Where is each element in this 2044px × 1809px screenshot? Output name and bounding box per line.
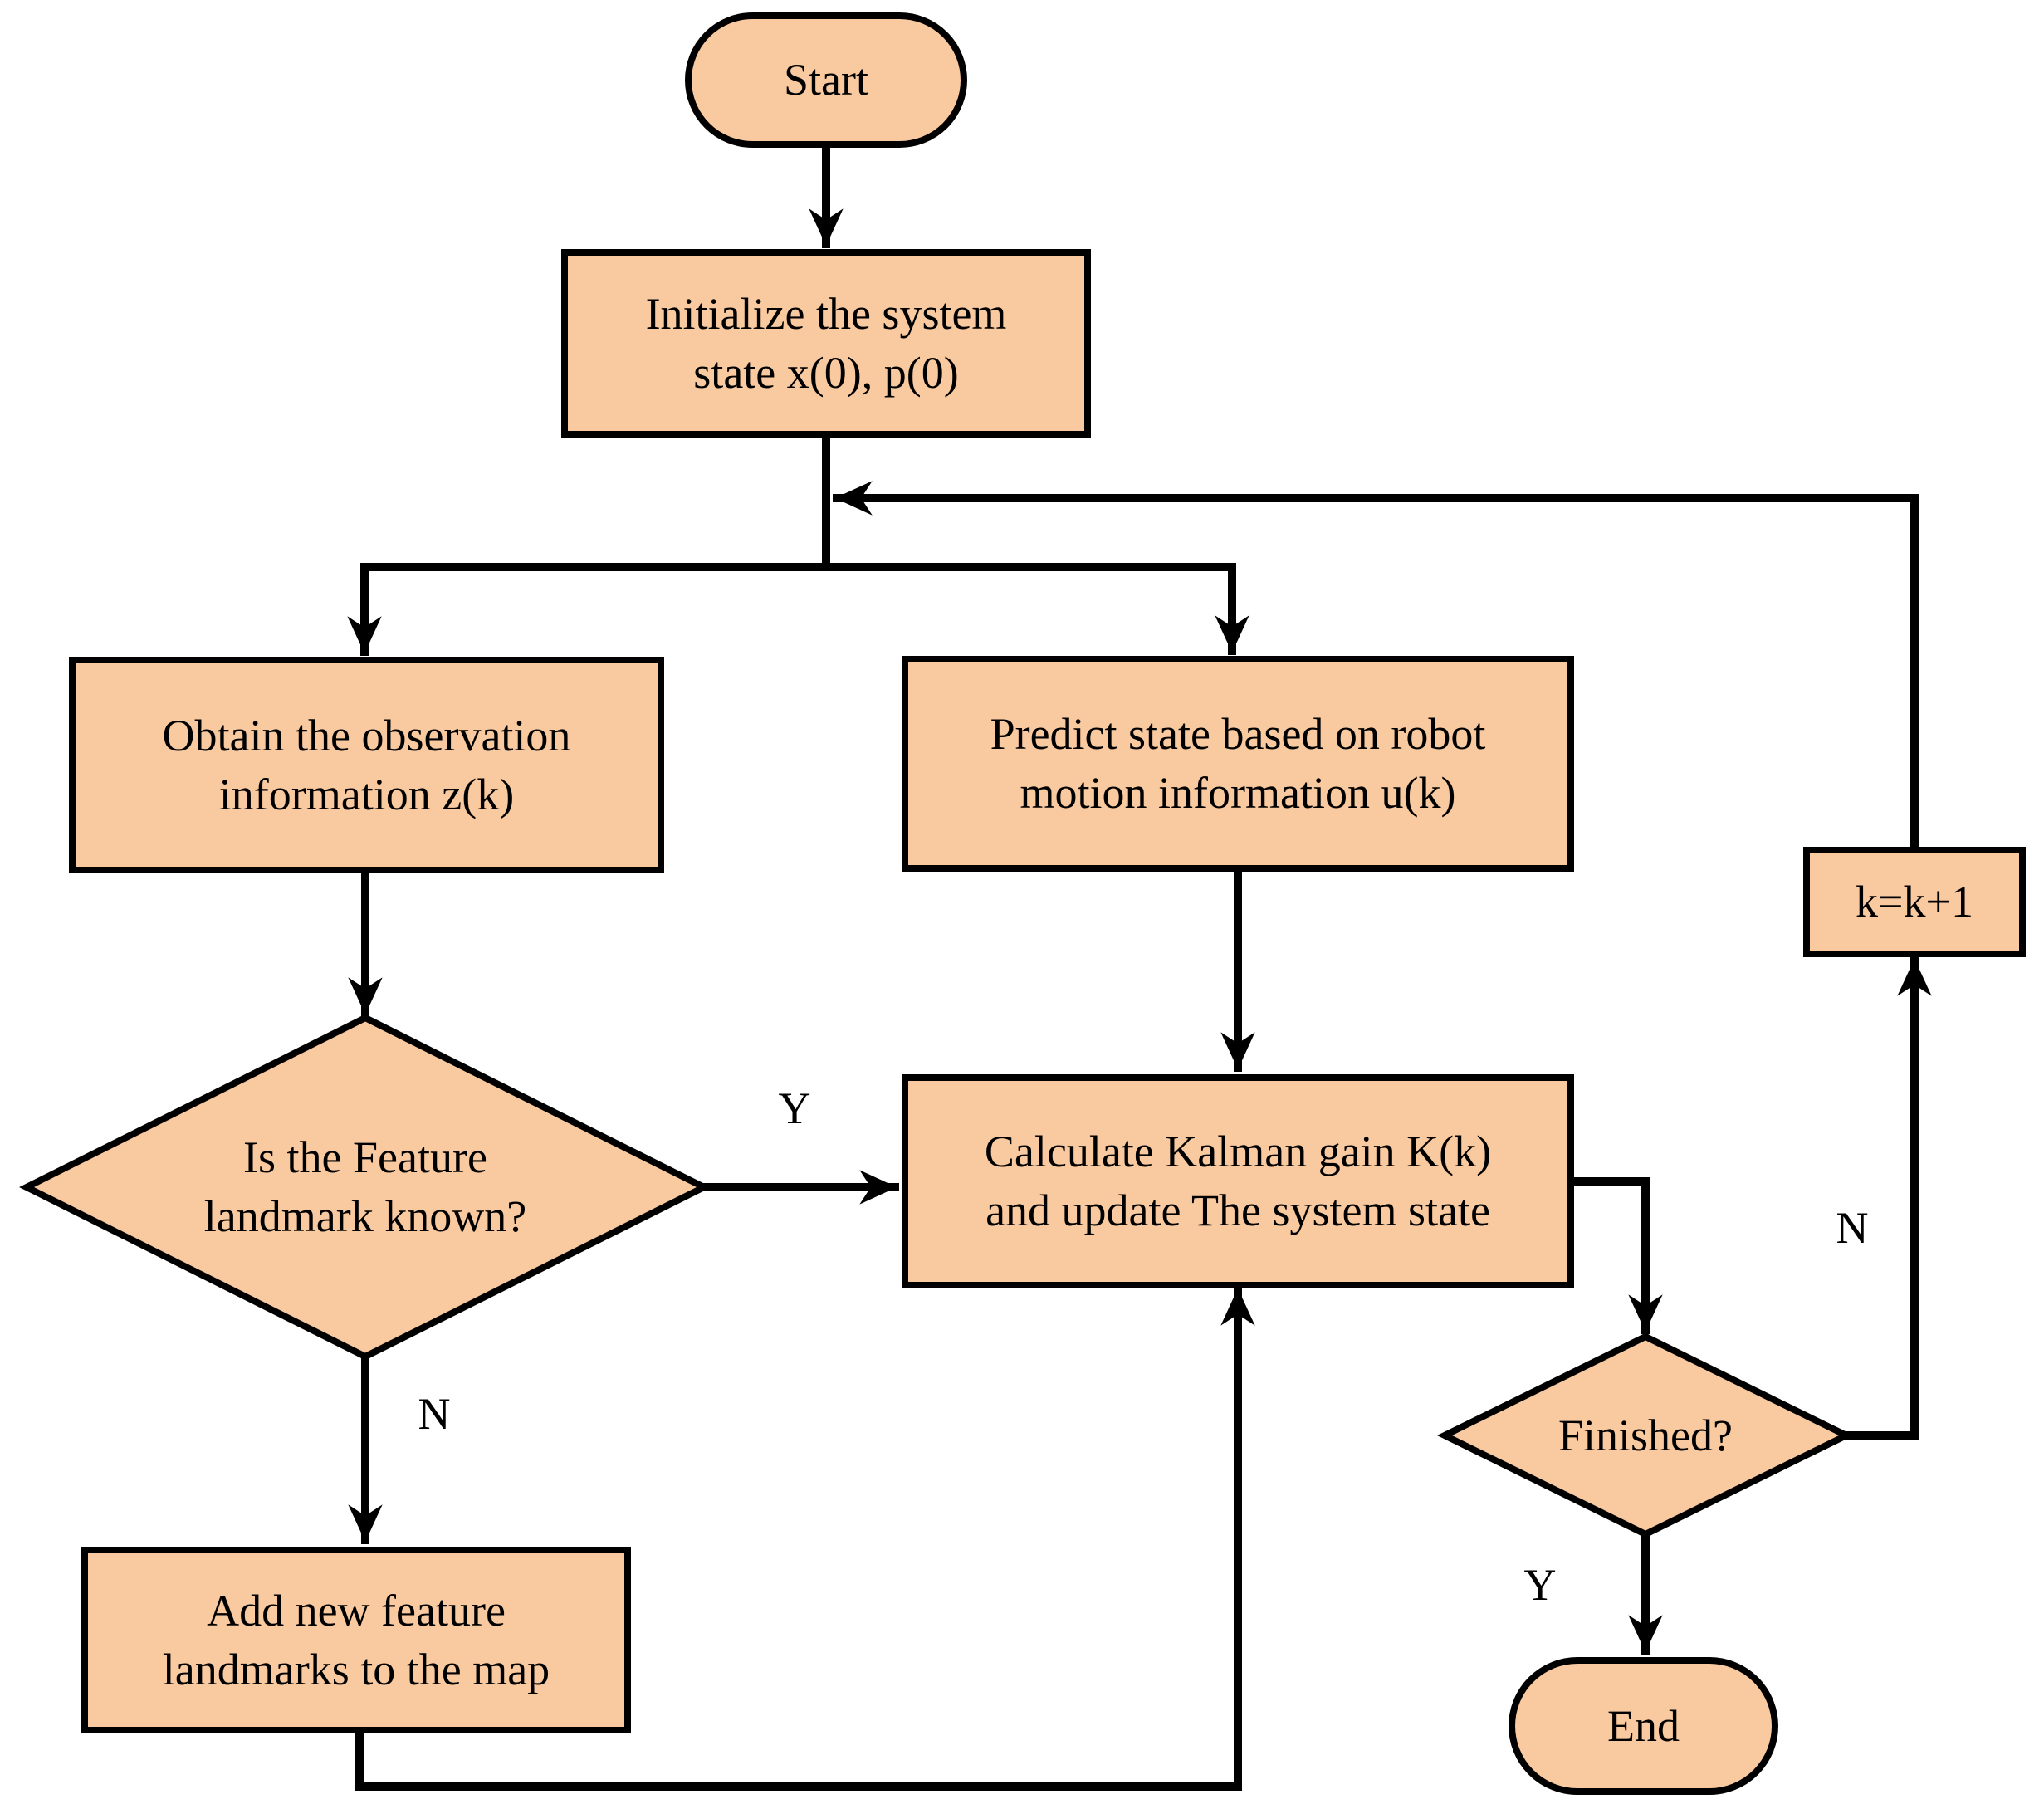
process-calculate-line1: Calculate Kalman gain K(k)	[984, 1127, 1492, 1176]
process-predict-line2: motion information u(k)	[1020, 768, 1456, 818]
terminator-start-label: Start	[784, 55, 868, 105]
process-increment-k: k=k+1	[1803, 847, 2026, 957]
process-calculate-line2: and update The system state	[985, 1186, 1490, 1235]
edge-calculate-to-finished	[1573, 1177, 1663, 1334]
process-add-line1: Add new feature	[207, 1585, 506, 1635]
edge-increment-feedback	[833, 481, 1919, 848]
process-obtain-observation: Obtain the observation information z(k)	[69, 657, 664, 873]
decision-feature-landmark-shape	[19, 1014, 711, 1361]
process-obtain-line1: Obtain the observation	[162, 710, 571, 760]
decision-finished-shape	[1436, 1332, 1855, 1538]
process-add-line2: landmarks to the map	[162, 1644, 550, 1694]
edge-finished-no-to-increment	[1846, 956, 1932, 1440]
process-calculate-kalman-gain: Calculate Kalman gain K(k) and update Th…	[902, 1074, 1574, 1288]
process-initialize-line1: Initialize the system	[645, 288, 1007, 339]
edge-add-to-calculate	[355, 1286, 1255, 1791]
edge-label-finished-no: N	[1836, 1203, 1869, 1253]
process-initialize-system-state: Initialize the system state x(0), p(0)	[561, 249, 1091, 438]
process-add-landmarks: Add new feature landmarks to the map	[81, 1547, 631, 1733]
terminator-end-label: End	[1607, 1700, 1680, 1751]
edge-label-finished-yes: Y	[1523, 1560, 1557, 1610]
process-predict-state: Predict state based on robot motion info…	[902, 656, 1574, 872]
process-initialize-line2: state x(0), p(0)	[693, 347, 959, 398]
terminator-start: Start	[685, 12, 967, 148]
process-increment-label: k=k+1	[1856, 877, 1973, 927]
edge-label-feature-no: N	[418, 1389, 451, 1439]
terminator-end: End	[1509, 1657, 1778, 1795]
process-predict-line1: Predict state based on robot	[990, 709, 1486, 759]
edge-label-feature-yes: Y	[778, 1083, 811, 1133]
process-obtain-line2: information z(k)	[218, 769, 515, 819]
